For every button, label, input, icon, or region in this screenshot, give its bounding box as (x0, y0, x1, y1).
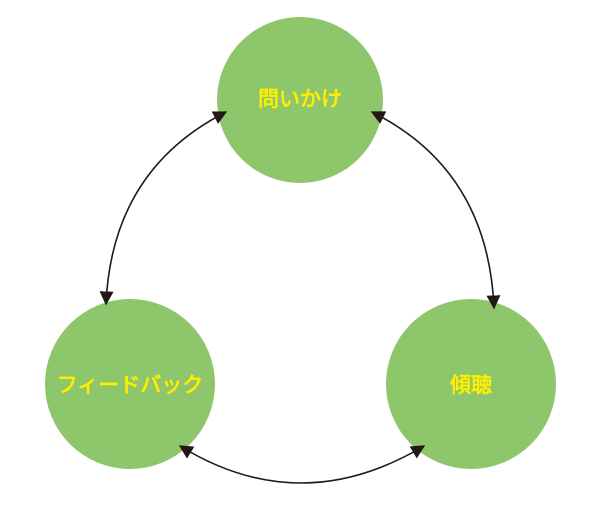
node-top-label: 問いかけ (258, 87, 342, 111)
node-right-label: 傾聴 (450, 373, 492, 397)
arrow-top-left (99, 111, 228, 306)
node-left-label: フィードバック (56, 373, 204, 397)
node-right-circle (386, 299, 556, 469)
node-top-circle (217, 17, 383, 183)
arrow-top-right (370, 111, 501, 310)
arrow-bottom (178, 445, 426, 484)
node-left-circle (45, 299, 215, 469)
